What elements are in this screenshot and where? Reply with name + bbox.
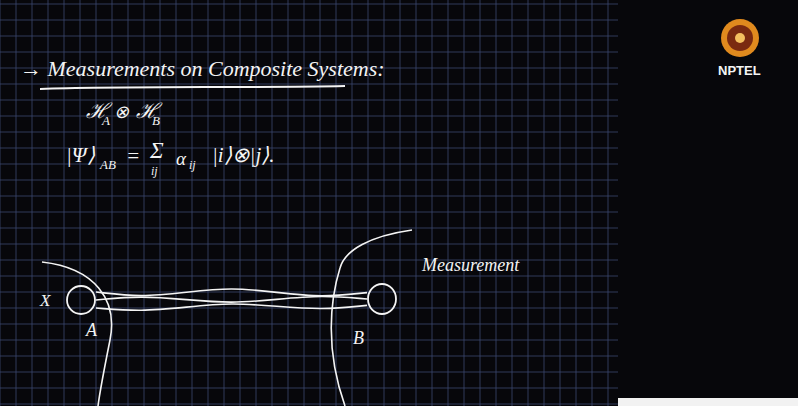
ket-symbol: |Ψ⟩ (66, 145, 95, 166)
grid-line (608, 0, 609, 406)
grid-line (0, 404, 618, 405)
logo-center (735, 33, 745, 43)
grid-line (464, 0, 465, 406)
circle-outline (67, 286, 95, 314)
coefficient-symbol: α (176, 149, 186, 168)
grid-line (528, 0, 529, 406)
grid-line (0, 356, 618, 357)
grid-line (0, 20, 618, 21)
grid-line (0, 260, 618, 261)
ket-product: |i⟩⊗|j⟩. (212, 145, 274, 166)
logo-core (727, 25, 753, 51)
grid-line (0, 4, 618, 5)
grid-line (0, 36, 618, 37)
grid-line (448, 0, 449, 406)
grid-line (544, 0, 545, 406)
grid-line (496, 0, 497, 406)
system-label: X (40, 292, 50, 309)
grid-line (592, 0, 593, 406)
grid-line (0, 244, 618, 245)
title: → Measurements on Composite Systems: (20, 58, 385, 80)
sum-symbol: Σ (150, 139, 164, 162)
grid-line (512, 0, 513, 406)
nptel-logo (721, 19, 759, 57)
correlation-line (96, 296, 367, 302)
grid-line (416, 0, 417, 406)
equals-sign: = (126, 146, 140, 167)
measurement-label: Measurement (422, 256, 519, 274)
subscript: AB (100, 158, 116, 171)
title-underline (40, 86, 345, 89)
grid-line (0, 372, 618, 373)
grid-line (0, 276, 618, 277)
grid-line (0, 196, 618, 197)
grid-line (560, 0, 561, 406)
tensor-symbol: ⊗ (114, 103, 129, 121)
grid-line (0, 132, 618, 133)
system-label: A (86, 321, 97, 339)
grid-line (400, 0, 401, 406)
grid-line (0, 84, 618, 85)
grid-line (0, 340, 618, 341)
grid-line (576, 0, 577, 406)
subscript: ij (189, 159, 196, 171)
grid-line (0, 388, 618, 389)
logo-text: NPTEL (718, 64, 761, 77)
grid-line (0, 52, 618, 53)
subscript: ij (151, 165, 158, 177)
grid-line (432, 0, 433, 406)
grid-line (16, 0, 17, 406)
logo-ring (721, 19, 759, 57)
circle-outline (367, 283, 397, 315)
grid-line (0, 180, 618, 181)
system-circle: A (66, 285, 96, 315)
region-a-outline (42, 262, 112, 406)
grid-line (480, 0, 481, 406)
grid-line (0, 228, 618, 229)
circle-outline (66, 285, 96, 315)
white-bar (618, 398, 798, 406)
correlation-line (96, 289, 367, 296)
correlation-line (96, 304, 367, 310)
subscript: B (152, 114, 160, 127)
grid-line (0, 212, 618, 213)
subscript: A (102, 114, 110, 127)
grid (0, 0, 618, 406)
grid-line (0, 0, 1, 406)
region-b-outline (331, 230, 412, 406)
system-circle: B (367, 283, 397, 315)
system-label: B (353, 329, 364, 347)
circle-outline (368, 284, 396, 314)
